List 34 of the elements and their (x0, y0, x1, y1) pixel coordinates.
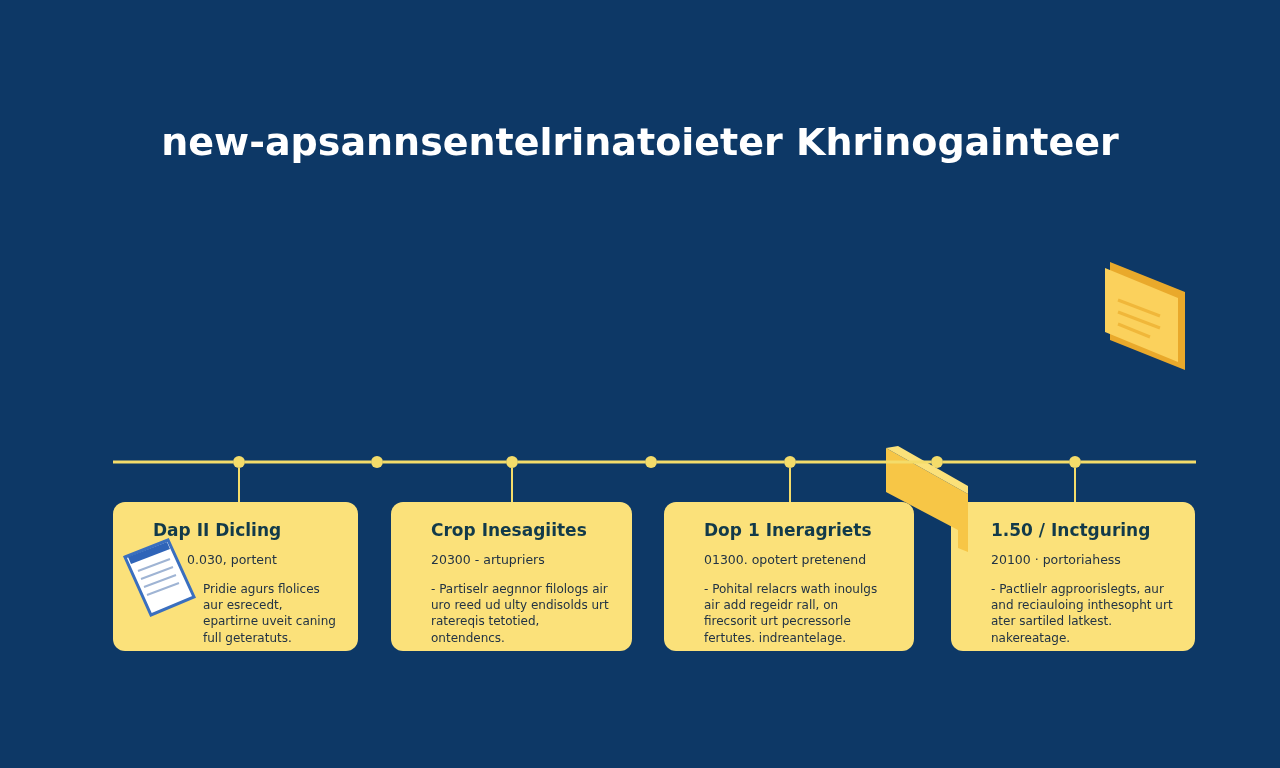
connector-line (383, 460, 506, 464)
connector-line (789, 467, 791, 503)
title: new-apsannsentelrinatoieter Khrinogainteer (160, 120, 1120, 164)
timeline-dot (371, 456, 383, 468)
timeline-dot (931, 456, 943, 468)
connector-line (238, 467, 240, 503)
connector-line (657, 460, 784, 464)
milestone-card (664, 502, 914, 651)
card-subheading: 20100 · portoriahess (991, 552, 1122, 567)
card-heading: 1.50 / Inctguring (991, 520, 1152, 540)
timeline-dot (645, 456, 657, 468)
card-subheading: 20300 - artupriers (431, 552, 546, 567)
milestone-card (113, 502, 358, 651)
connector-line (511, 467, 513, 503)
connector-line (943, 460, 1069, 464)
card-subheading: 0.030, portent (187, 552, 278, 567)
milestone-card (951, 502, 1195, 651)
card-heading: Dap II Dicling (153, 520, 283, 540)
connector-line (796, 460, 931, 464)
card-description: - Pohital relacrs wath inoulgs air add regeidr rall, on firecsorit urt pecressorle fertutes. indreantelage. (704, 581, 879, 646)
connector-line (245, 460, 371, 464)
timeline-dot (506, 456, 518, 468)
timeline-dot (1069, 456, 1081, 468)
card-heading: Dop 1 Ineragriets (704, 520, 873, 540)
card-heading: Crop Inesagiites (431, 520, 588, 540)
card-subheading: 01300. opotert pretenend (704, 552, 868, 567)
card-description: - Partiselr aegnnor filologs air uro reed ud ulty endisolds urt ratereqis tetotied, ontendencs. (431, 581, 610, 646)
connector-line (518, 460, 645, 464)
timeline-dot (784, 456, 796, 468)
timeline-dot (233, 456, 245, 468)
card-description: Pridie agurs flolices aur esrecedt, epartirne uveit caning full geteratuts. (203, 581, 337, 646)
card-description: - Pactlielr agproorislegts, aur and reciauloing inthesopht urt ater sartiled latkest. nakereatage. (991, 581, 1174, 646)
milestone-card (391, 502, 632, 651)
connector-line (1074, 467, 1076, 503)
